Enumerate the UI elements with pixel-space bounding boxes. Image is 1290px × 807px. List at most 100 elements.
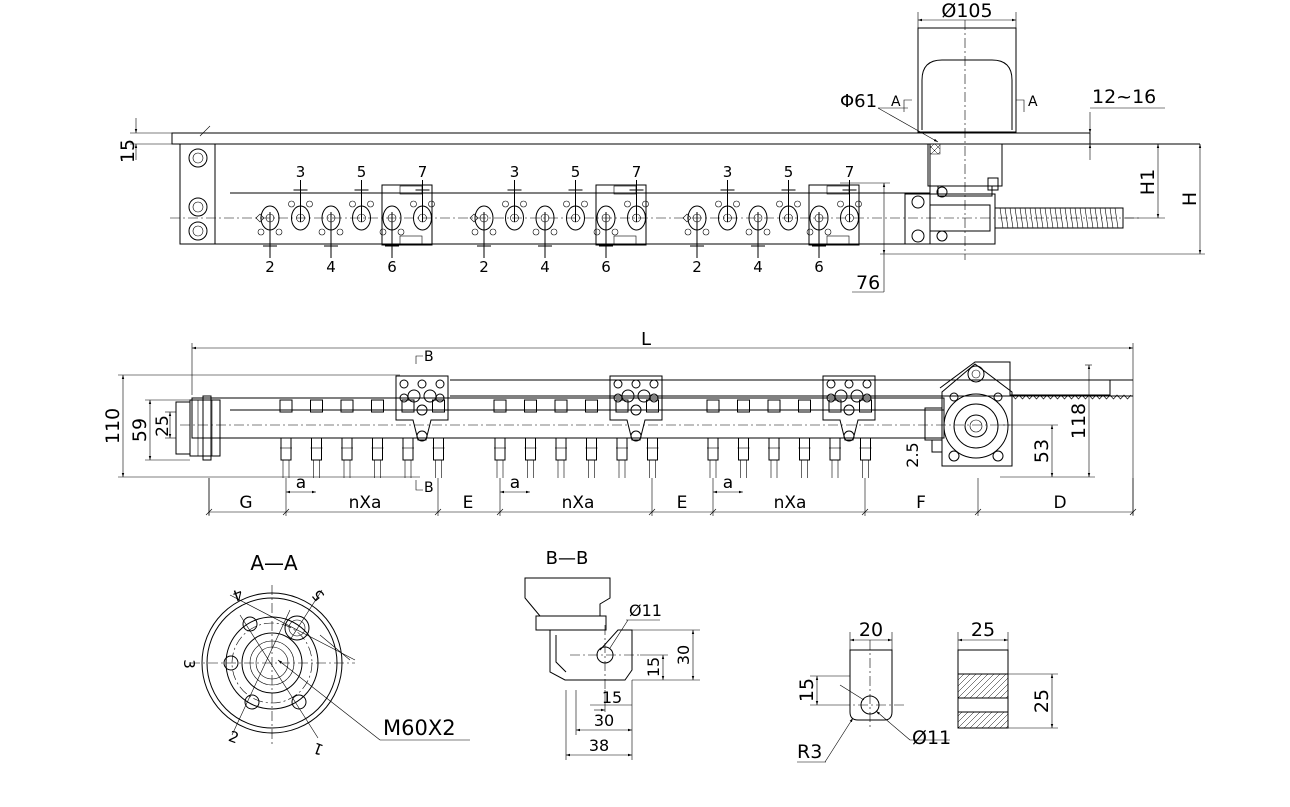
rack-teeth [1011, 394, 1132, 400]
station-number-bottom: 4 [753, 258, 763, 276]
station-number-top: 7 [418, 163, 428, 181]
nozzle-front [768, 437, 780, 461]
nozzle-front [555, 437, 567, 461]
dim-a-label-2: a [510, 473, 520, 493]
dim-nxa-label-3: nXa [774, 493, 807, 513]
thread-label: M60X2 [383, 716, 456, 740]
section-mark-b-bottom: B [424, 480, 434, 496]
bb-30v-label: 30 [674, 645, 693, 665]
dim-d105-label: Ø105 [941, 0, 992, 22]
clamp-body [381, 184, 433, 246]
clamp-block-front [395, 375, 449, 441]
section-mark-b-top: B [424, 349, 434, 365]
nozzle-front [647, 437, 658, 461]
nozzle-front [799, 437, 810, 461]
block-detail: 25 25 [957, 619, 1058, 729]
station-nozzle [566, 205, 585, 231]
station-number-bottom: 2 [265, 258, 275, 276]
dim-110-label: 110 [102, 408, 124, 444]
dim-f-label: F [916, 493, 926, 513]
dim-h1-label: H1 [1137, 169, 1159, 195]
station-number-top: 5 [571, 163, 581, 181]
drive-gear-front [924, 361, 1132, 467]
station-nozzle [535, 205, 555, 231]
station-number-bottom: 2 [692, 258, 702, 276]
nozzle-front [738, 437, 749, 461]
station-number-top: 7 [845, 163, 855, 181]
dim-a-label-3: a [723, 473, 733, 493]
station-nozzle [321, 205, 341, 231]
station-nozzle [382, 205, 402, 231]
front-view: L 110 59 25 [102, 329, 1137, 516]
dim-e-label-1: E [463, 493, 474, 513]
nozzle-front [280, 437, 292, 461]
dim-e-label-2: E [677, 493, 688, 513]
station-nozzle [352, 205, 371, 231]
nozzle-front [494, 437, 506, 461]
clamp-body [595, 184, 647, 246]
aa-hole-number: 1 [311, 739, 326, 759]
dim-53-label: 53 [1031, 439, 1053, 463]
nozzle-front [586, 437, 597, 461]
station-number-top: 3 [296, 163, 306, 181]
screw-threads [999, 207, 1119, 229]
aa-hole-number: 2 [226, 727, 241, 747]
section-mark-a-left: A [891, 94, 901, 110]
station-number-top: 7 [632, 163, 642, 181]
dim-15-label: 15 [117, 139, 139, 163]
nozzle-front [372, 437, 383, 461]
end-plate-bolts [188, 148, 208, 241]
block-25-side-label: 25 [1031, 689, 1053, 713]
dim-d61-label: Φ61 [840, 91, 877, 112]
station-number-top: 5 [784, 163, 794, 181]
section-bb-title: B—B [546, 548, 589, 569]
station-nozzle [779, 205, 798, 231]
dim-118-label: 118 [1068, 403, 1090, 439]
top-station-groups [255, 180, 862, 258]
clamp-block-front [822, 375, 876, 441]
section-aa-title: A—A [250, 551, 298, 575]
block-25-top-label: 25 [971, 619, 995, 641]
dim-25-label: 25 [153, 415, 173, 437]
station-number-bottom: 6 [387, 258, 397, 276]
station-number-bottom: 2 [479, 258, 489, 276]
nozzle-front [707, 437, 719, 461]
station-nozzle [687, 205, 707, 231]
plate-20-label: 20 [859, 619, 883, 641]
dim-76-label: 76 [856, 272, 880, 294]
station-number-top: 3 [510, 163, 520, 181]
aa-hole-number: 3 [180, 659, 198, 669]
station-nozzle [627, 205, 646, 231]
nozzle-front [402, 437, 414, 461]
station-nozzle [596, 205, 616, 231]
nozzle-front [616, 437, 628, 461]
station-nozzle [291, 205, 310, 231]
clamp-block-front [609, 375, 663, 441]
station-nozzle [718, 205, 737, 231]
station-number-bottom: 4 [540, 258, 550, 276]
section-mark-a-right: A [1028, 94, 1038, 110]
clamp-body [808, 184, 860, 246]
plate-15-label: 15 [796, 678, 818, 702]
dim-h-label: H [1179, 192, 1201, 206]
nozzle-front [341, 437, 353, 461]
dim-a-label-1: a [296, 473, 306, 493]
dim-2-5-label: 2.5 [903, 442, 922, 467]
station-nozzle [260, 205, 280, 231]
bb-30h-label: 30 [594, 711, 614, 730]
dim-d-label: D [1053, 493, 1066, 513]
section-bb: B—B Ø11 15 30 15 30 38 [524, 548, 700, 760]
station-nozzle [413, 205, 432, 231]
station-number-bottom: 6 [814, 258, 824, 276]
drive-head-top [904, 20, 1124, 260]
dim-l-label: L [641, 329, 651, 350]
dim-nxa-label-1: nXa [349, 493, 382, 513]
station-nozzle [474, 205, 494, 231]
station-nozzle [840, 205, 859, 231]
plate-d11-label: Ø11 [912, 727, 951, 749]
nozzle-front [829, 437, 841, 461]
front-station-groups [279, 375, 876, 478]
